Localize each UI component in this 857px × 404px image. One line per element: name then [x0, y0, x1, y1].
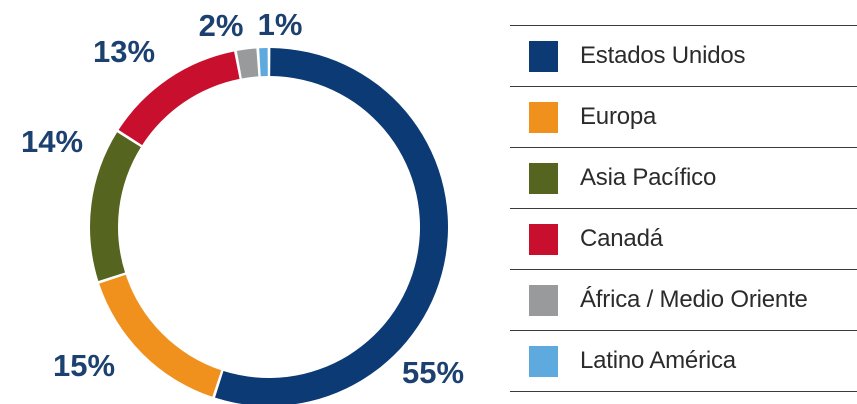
legend-swatch: [529, 345, 558, 377]
legend-swatch: [529, 223, 558, 255]
donut-slices: [90, 48, 448, 404]
donut-slice--frica-medio-oriente: [236, 48, 259, 79]
legend-swatch: [529, 101, 558, 133]
legend-label: Estados Unidos: [580, 42, 746, 69]
percent-label-asia-pac-fico: 14%: [21, 124, 83, 159]
donut-slice-canad-: [118, 51, 240, 146]
legend-item: Europa: [510, 87, 857, 148]
percent-label--frica-medio-oriente: 2%: [199, 8, 244, 43]
percent-label-europa: 15%: [53, 348, 115, 383]
percent-label-estados-unidos: 55%: [402, 355, 464, 390]
donut-chart: 55% 15% 14% 13% 2% 1%: [21, 7, 464, 404]
legend-label: Canadá: [580, 225, 663, 252]
legend-item: Latino América: [510, 331, 857, 392]
donut-labels: 55% 15% 14% 13% 2% 1%: [21, 7, 464, 390]
donut-slice-estados-unidos: [215, 48, 448, 404]
legend-item: Asia Pacífico: [510, 148, 857, 209]
legend-item: Estados Unidos: [510, 26, 857, 87]
donut-slice-europa: [99, 274, 222, 397]
legend-label: Latino América: [580, 347, 736, 374]
percent-label-latino-am-rica: 1%: [258, 7, 303, 42]
legend-item: África / Medio Oriente: [510, 270, 857, 331]
donut-slice-asia-pac-fico: [90, 132, 141, 281]
legend-swatch: [529, 284, 558, 316]
legend-label: África / Medio Oriente: [580, 286, 808, 313]
percent-label-canad-: 13%: [93, 34, 155, 69]
donut-slice-latino-am-rica: [259, 48, 268, 77]
legend-swatch: [529, 40, 558, 72]
legend-item: Canadá: [510, 209, 857, 270]
legend-label: Asia Pacífico: [580, 164, 717, 191]
legend-swatch: [529, 162, 558, 194]
legend-label: Europa: [580, 103, 657, 130]
